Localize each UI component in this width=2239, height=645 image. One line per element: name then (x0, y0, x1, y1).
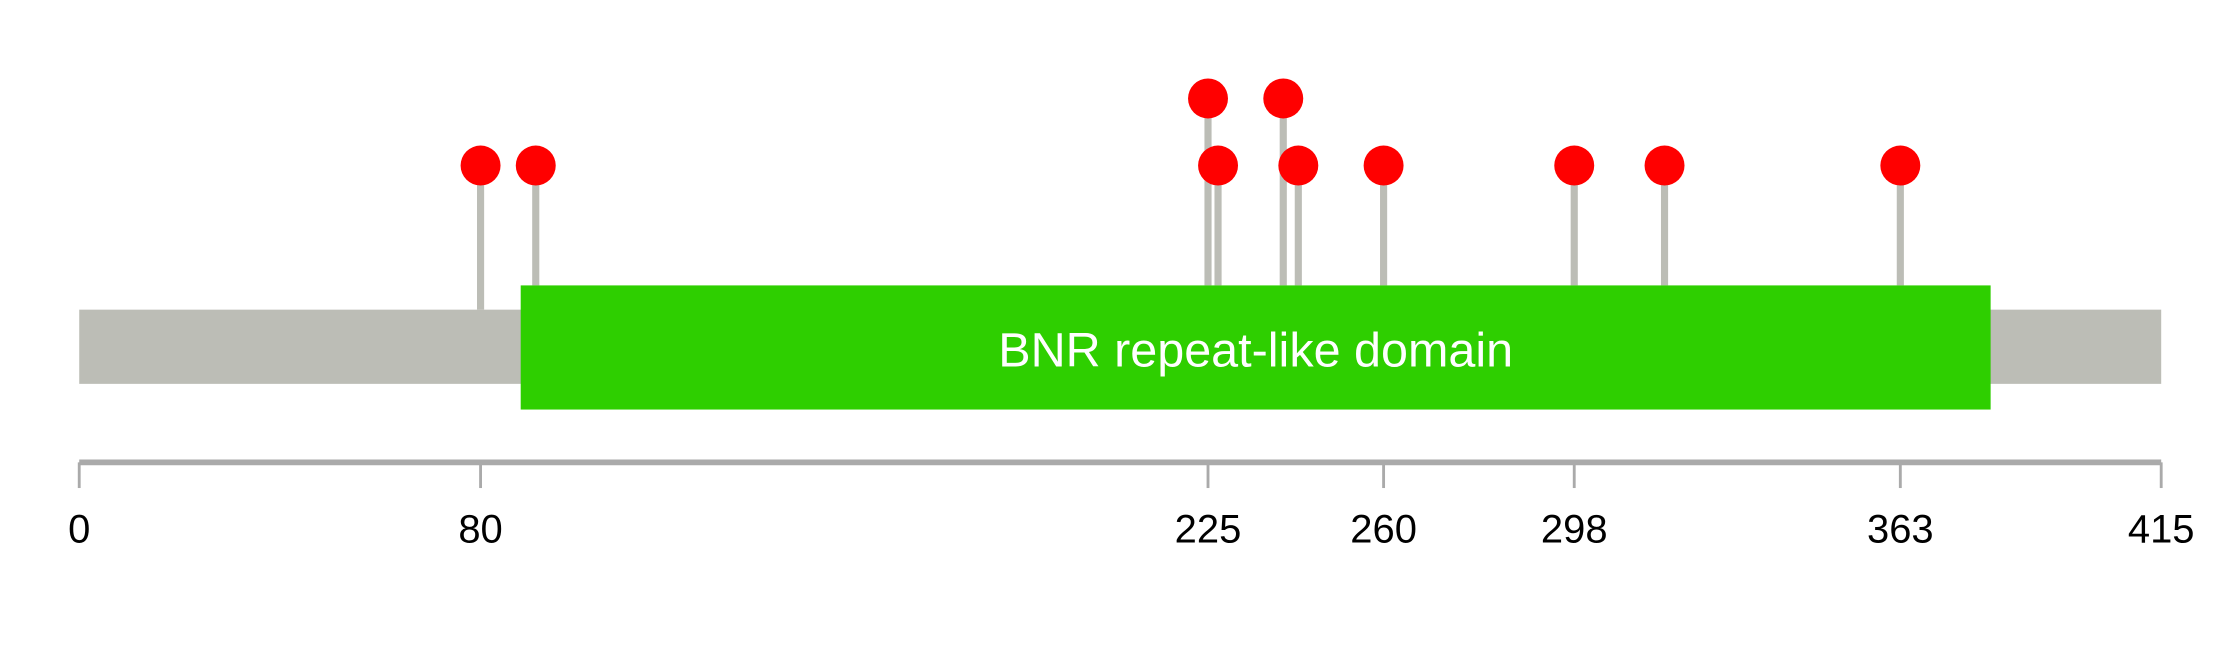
mutation-heads (460, 78, 1921, 186)
tick-label: 363 (1867, 507, 1934, 551)
mutation-head (515, 145, 556, 186)
tick-label: 298 (1541, 507, 1608, 551)
tick-label: 80 (458, 507, 502, 551)
mutation-head (1363, 145, 1404, 186)
tick-label: 415 (2128, 507, 2195, 551)
mutation-head (1198, 145, 1239, 186)
mutation-head (460, 145, 501, 186)
x-axis: 0 80 225 260 298 363 415 (68, 459, 2195, 551)
mutation-stems (477, 98, 1904, 310)
domain-box (520, 285, 1991, 410)
domains: BNR repeat-like domain (520, 285, 1991, 410)
mutation-head (1554, 145, 1595, 186)
mutation-head (1188, 78, 1228, 119)
tick-label: 0 (68, 507, 90, 551)
mutation-head (1263, 78, 1304, 119)
tick-label: 260 (1350, 507, 1417, 551)
mutation-head (1644, 145, 1685, 186)
mutation-head (1278, 145, 1319, 186)
mutation-head (1880, 145, 1921, 186)
tick-label: 225 (1175, 507, 1242, 551)
domain-label: BNR repeat-like domain (998, 324, 1513, 378)
